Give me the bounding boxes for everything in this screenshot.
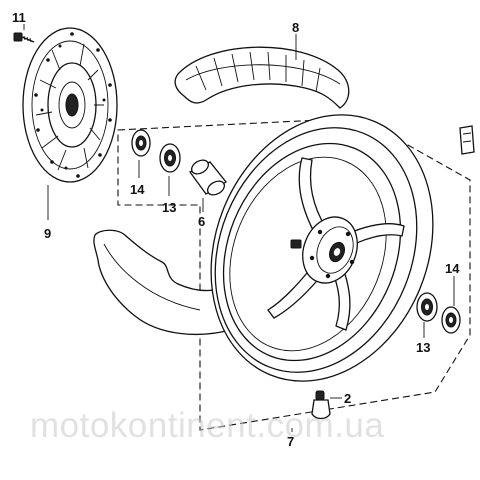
- callout-bearing-right-inner: 13: [416, 340, 430, 355]
- bearing-left-inner: [159, 143, 181, 173]
- leader-lines: [23, 24, 455, 432]
- callout-bolt: 11: [12, 10, 26, 25]
- tire-lower-half: [93, 229, 231, 336]
- distance-collar: [189, 159, 227, 196]
- callout-rim: 7: [287, 434, 294, 449]
- disc-bolt: [13, 32, 35, 43]
- wheel-rim: [210, 114, 434, 382]
- callout-labels: 11 8 9 14 13 6 14 13 2 7: [12, 10, 460, 449]
- watermark: motokontinent.com.ua: [30, 406, 384, 445]
- callout-bearing-left: 14: [130, 182, 145, 197]
- callout-bearing-right: 14: [445, 261, 460, 276]
- tire-upper-half: [174, 46, 350, 109]
- bearing-right-inner: [416, 292, 438, 322]
- bearing-right-outer: [441, 306, 461, 334]
- bearing-left-outer: [131, 129, 151, 157]
- callout-disc: 9: [44, 226, 51, 241]
- valve-stem: [311, 390, 331, 420]
- balance-weight-clip: [459, 125, 475, 155]
- callout-tire: 8: [292, 20, 299, 35]
- callout-valve: 2: [344, 391, 351, 406]
- callout-bearing-left-inner: 13: [162, 200, 176, 215]
- brake-disc: [22, 27, 118, 183]
- callout-collar: 6: [198, 214, 205, 229]
